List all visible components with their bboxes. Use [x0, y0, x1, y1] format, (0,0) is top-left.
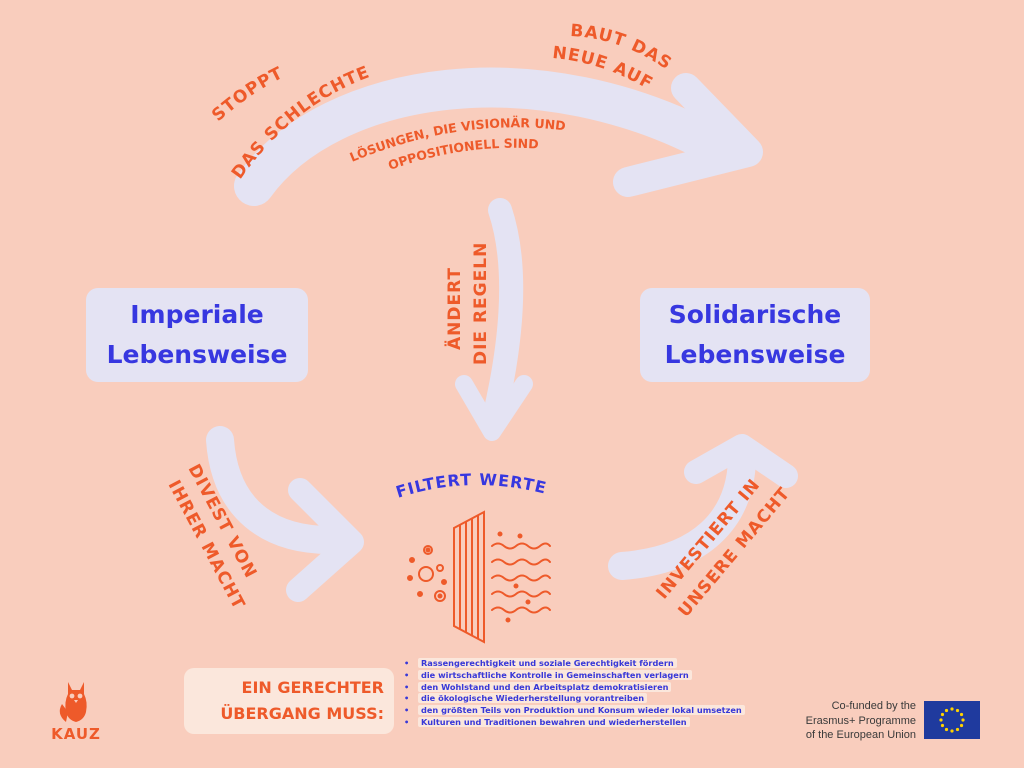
owl-icon [59, 682, 87, 722]
eu-star [940, 712, 945, 717]
eu-star [955, 727, 960, 732]
right-curved-arrow [608, 434, 798, 580]
eu-star [955, 708, 960, 713]
node-solidarity-line1: Solidarische [668, 300, 842, 329]
filter-icon [407, 510, 551, 644]
list-item: •Kulturen und Traditionen bewahren und w… [400, 716, 780, 729]
eu-star [939, 718, 943, 722]
label-rules-line2: DIE REGELN [471, 242, 491, 365]
logo-text: KAUZ [51, 725, 101, 743]
funding-line2: Erasmus+ Programme [805, 714, 916, 727]
node-solidarity-lifestyle: Solidarische Lebensweise [640, 288, 870, 382]
list-item: •Rassengerechtigkeit und soziale Gerecht… [400, 658, 780, 670]
list-item: •den Wohlstand und den Arbeitsplatz demo… [400, 681, 780, 694]
transition-list: •Rassengerechtigkeit und soziale Gerecht… [400, 658, 780, 729]
transition-heading-line1: EIN GERECHTER [241, 678, 384, 697]
node-imperial-lifestyle: Imperiale Lebensweise [86, 288, 308, 382]
center-down-arrow [455, 198, 533, 441]
funding-line3: of the European Union [805, 729, 916, 741]
transition-heading: EIN GERECHTER ÜBERGANG MUSS: [184, 668, 394, 734]
top-arc-arrow [234, 67, 763, 206]
eu-star [940, 723, 945, 728]
eu-star [961, 718, 965, 722]
list-item: •den größten Teils von Produktion und Ko… [400, 705, 780, 717]
label-stop-line1: STOPPT [208, 63, 287, 126]
eu-star [959, 723, 964, 728]
funding-line1: Co-funded by the [831, 700, 916, 712]
eu-star [950, 729, 954, 733]
eu-star [959, 712, 964, 717]
node-imperial-line1: Imperiale [130, 300, 264, 329]
eu-star [950, 707, 954, 711]
transition-heading-line2: ÜBERGANG MUSS: [220, 704, 384, 723]
eu-star [944, 708, 949, 713]
node-imperial-line2: Lebensweise [106, 340, 288, 369]
eu-flag-icon [924, 701, 980, 739]
filter-label: FILTERT WERTE [394, 470, 549, 502]
list-item: •die ökologische Wiederherstellung voran… [400, 693, 780, 705]
funding-text: Co-funded by the Erasmus+ Programme of t… [782, 699, 916, 743]
kauz-logo: KAUZ [51, 682, 101, 743]
list-item: •die wirtschaftliche Kontrolle in Gemein… [400, 669, 780, 682]
eu-star [944, 727, 949, 732]
node-solidarity-line2: Lebensweise [664, 340, 846, 369]
label-rules-line1: ÄNDERT [443, 267, 465, 350]
left-curved-arrow [206, 426, 364, 602]
